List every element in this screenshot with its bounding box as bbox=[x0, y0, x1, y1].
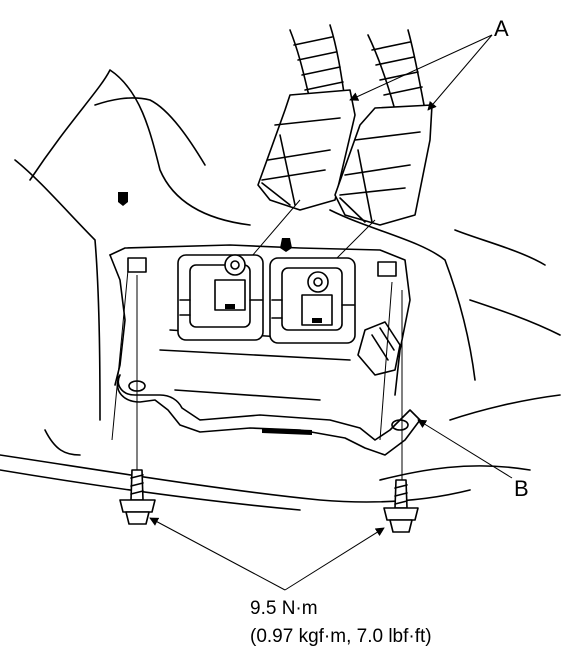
callout-b-label: B bbox=[514, 476, 529, 501]
harness-left bbox=[239, 24, 356, 271]
harness-right bbox=[319, 29, 433, 276]
torque-spec-imperial: (0.97 kgf·m, 7.0 lbf·ft) bbox=[250, 626, 432, 647]
side-connector bbox=[357, 321, 401, 376]
callout-a-label: A bbox=[494, 16, 509, 41]
bolt-right bbox=[379, 281, 419, 533]
torque-leaders bbox=[149, 517, 385, 591]
torque-spec-nm: 9.5 N·m bbox=[250, 598, 318, 619]
connector-left bbox=[177, 254, 264, 341]
bracket-b bbox=[116, 374, 421, 456]
connector-right bbox=[269, 257, 356, 344]
callout-a-leaders bbox=[349, 34, 493, 111]
callout-b-leader bbox=[417, 419, 513, 479]
bolt-left bbox=[111, 269, 156, 525]
